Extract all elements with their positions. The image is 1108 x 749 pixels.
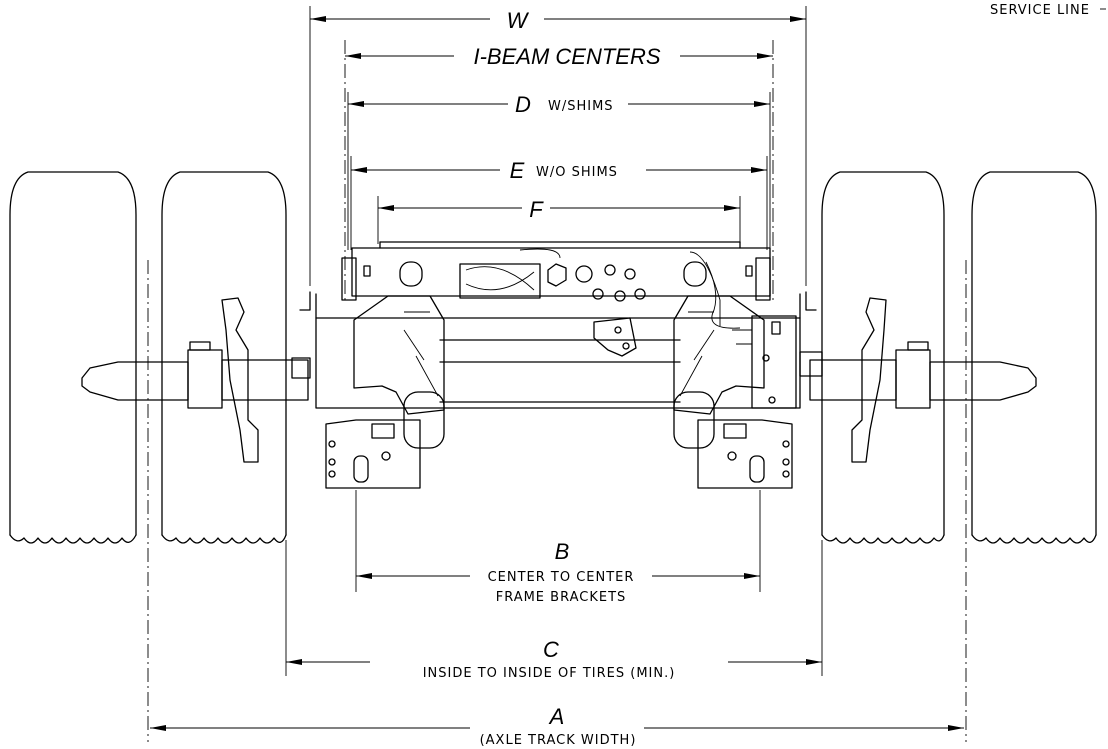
dimension-W: W [309, 6, 807, 286]
dim-B-letter: B [555, 539, 570, 564]
tire-left-outer [9, 171, 137, 544]
axle-spindle-left [81, 297, 311, 463]
axle-spindle-right [799, 297, 1037, 463]
dim-B-line1: CENTER TO CENTER [488, 570, 635, 585]
dimension-D: D W/SHIMS [347, 92, 771, 250]
dimension-ibeam-centers: I-BEAM CENTERS [344, 40, 774, 300]
dim-W-letter: W [507, 8, 530, 33]
height-control-valve [705, 261, 797, 409]
dimension-B: B CENTER TO CENTER FRAME BRACKETS [355, 490, 761, 605]
service-line-note: SERVICE LINE [990, 3, 1090, 18]
dim-C-text: INSIDE TO INSIDE OF TIRES (MIN.) [423, 666, 676, 681]
hanger-bracket-left [325, 295, 445, 489]
dim-A-letter: A [548, 704, 565, 729]
hanger-bracket-right [673, 295, 793, 489]
dimension-A: A (AXLE TRACK WIDTH) [147, 548, 967, 748]
dim-F-letter: F [529, 197, 544, 222]
dimension-F: F [377, 196, 741, 244]
dim-A-text: (AXLE TRACK WIDTH) [480, 733, 637, 748]
dim-E-letter: E [510, 158, 525, 183]
dim-D-letter: D [515, 92, 531, 117]
dim-D-text: W/SHIMS [548, 99, 614, 114]
tire-right-outer [971, 171, 1097, 544]
dim-C-letter: C [543, 637, 559, 662]
dimension-E: E W/O SHIMS [350, 156, 768, 250]
dim-ibeam-text: I-BEAM CENTERS [473, 44, 660, 69]
dimension-C: C INSIDE TO INSIDE OF TIRES (MIN.) [285, 540, 823, 681]
suspension-frame [299, 241, 817, 409]
tire-right-inner [821, 171, 945, 544]
dim-B-line2: FRAME BRACKETS [496, 590, 627, 605]
tire-left-inner [161, 171, 287, 544]
dim-E-text: W/O SHIMS [536, 165, 618, 180]
